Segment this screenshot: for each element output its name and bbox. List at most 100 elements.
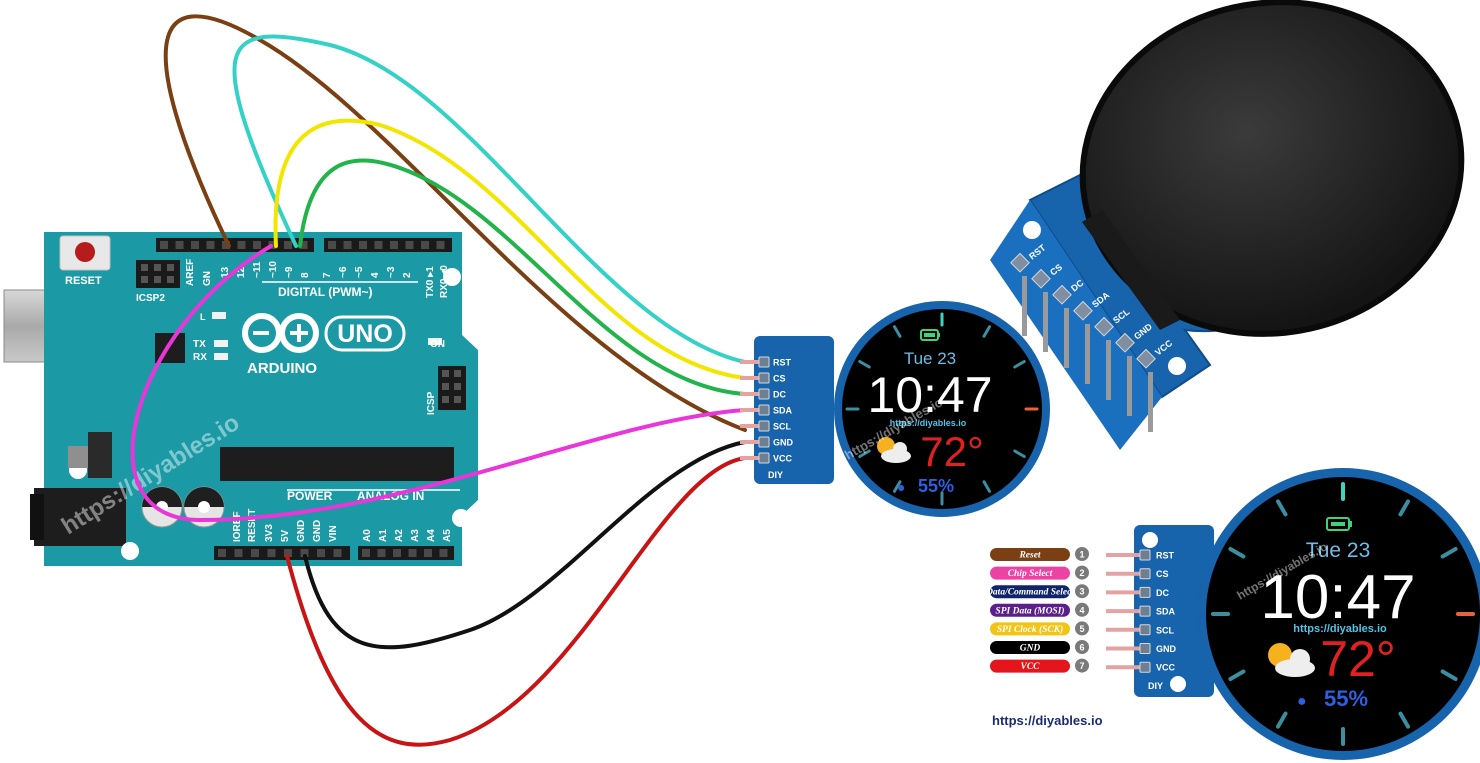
digital-label: DIGITAL (PWM~) <box>278 285 373 299</box>
rx0-label: RX0 ◂0 <box>439 265 450 298</box>
legend-number: 4 <box>1079 605 1084 615</box>
icsp2-header <box>136 260 180 288</box>
module-3d-hole <box>1168 357 1186 375</box>
digital-header-right <box>324 238 452 252</box>
module-pin-label: RST <box>1156 551 1175 561</box>
icsp2-label: ICSP2 <box>136 293 165 304</box>
module-pin-label: SCL <box>773 422 792 432</box>
digital-pin-label: 2 <box>402 272 413 278</box>
digital-pin-label: ~11 <box>252 261 263 278</box>
digital-pin-label: 8 <box>300 272 311 278</box>
wire-rst-brown <box>163 14 747 432</box>
module-pin-label: CS <box>1156 569 1169 579</box>
wire-vcc-red <box>285 456 747 747</box>
led-l-label: L <box>200 312 206 322</box>
legend-number: 5 <box>1079 624 1084 634</box>
module-pin-label: DC <box>773 390 786 400</box>
wire-cs-cyan <box>232 34 747 364</box>
legend-number: 6 <box>1079 643 1084 653</box>
mount-hole <box>452 509 470 527</box>
display-day: Tue 23 <box>1306 539 1371 562</box>
module-pin-label: SDA <box>773 406 793 416</box>
module-3d-hole <box>1023 221 1041 239</box>
digital-pin-label: ~5 <box>354 266 365 278</box>
power-pin-label: 3V3 <box>264 524 275 542</box>
digital-pin-label: 13 <box>220 266 231 278</box>
module-brand: DIY <box>768 470 783 480</box>
digital-pin-label: GN <box>202 271 213 286</box>
reset-label: RESET <box>65 275 102 287</box>
digital-pin-label: 7 <box>322 272 333 278</box>
power-pin-label: VIN <box>328 525 339 542</box>
legend-label: VCC <box>1020 662 1040 672</box>
module-pin-label: RST <box>773 358 792 368</box>
analog-pin-label: A1 <box>378 529 389 542</box>
mount-hole <box>443 268 461 286</box>
analog-pin-label: A0 <box>362 529 373 542</box>
display-time: 10:47 <box>1260 563 1415 632</box>
icsp-header <box>438 366 466 410</box>
module-pin-label: CS <box>773 374 786 384</box>
legend-label: Reset <box>1018 551 1040 561</box>
legend-number: 7 <box>1079 661 1084 671</box>
digital-pin-label: ~6 <box>338 266 349 278</box>
power-pin-label: RESET <box>247 509 258 542</box>
capacitor <box>183 486 225 528</box>
module-pin-label: SCL <box>1156 625 1175 635</box>
legend-row: VCC 7 <box>990 658 1089 673</box>
wire-sda-green <box>298 158 747 396</box>
capacitor <box>141 486 183 528</box>
voltage-regulator <box>88 432 112 478</box>
display-humidity: 55% <box>1324 686 1368 711</box>
legend-row: SPI Data (MOSI) 4 <box>990 602 1089 617</box>
wire-dc-yellow <box>273 118 747 380</box>
weather-icon <box>877 437 911 463</box>
power-pin-label: GND <box>312 520 323 542</box>
power-pin-label: 5V <box>280 529 291 542</box>
legend-row: SPI Clock (SCK) 5 <box>990 621 1089 636</box>
uno-label: UNO <box>337 320 393 348</box>
display-url: https://diyables.io <box>890 418 967 428</box>
led-rx-label: RX <box>193 352 207 363</box>
legend-row: GND 6 <box>990 640 1089 654</box>
round-screen <box>1206 477 1480 751</box>
icsp-label: ICSP <box>426 391 437 415</box>
legend-label: Data/Command Select <box>985 588 1074 598</box>
lens <box>1079 0 1465 337</box>
power-header <box>214 546 350 560</box>
digital-pin-label: 12 <box>236 266 247 278</box>
legend-row: Chip Select 2 <box>990 565 1089 580</box>
legend-label: Chip Select <box>1008 569 1053 579</box>
legend-label: SPI Data (MOSI) <box>995 605 1064 616</box>
digital-pin-label: ~3 <box>386 266 397 278</box>
atmega-chip <box>220 447 454 481</box>
module-pin-label: VCC <box>773 454 793 464</box>
arduino-brand: ARDUINO <box>247 360 317 377</box>
wires <box>130 14 747 747</box>
legend-row: Data/Command Select 3 <box>985 584 1089 599</box>
module-pcb <box>1134 525 1214 697</box>
led-tx-label: TX <box>193 339 206 350</box>
display-humidity: 55% <box>918 476 954 496</box>
legend-number: 3 <box>1079 587 1084 597</box>
mount-hole <box>121 542 139 560</box>
drop-icon: ● <box>1297 693 1307 710</box>
digital-pin-label: 4 <box>370 272 381 278</box>
legend-label: SPI Clock (SCK) <box>997 624 1064 635</box>
power-jack <box>34 488 126 546</box>
digital-pin-label: ~10 <box>268 261 279 278</box>
legend-number: 2 <box>1079 568 1084 578</box>
analog-pin-label: A2 <box>394 529 405 542</box>
weather-icon <box>1268 643 1315 677</box>
analog-pin-label: A5 <box>442 529 453 542</box>
legend-label: GND <box>1020 644 1041 654</box>
display-temp: 72° <box>1320 631 1396 687</box>
module-pin-label: VCC <box>1156 663 1176 673</box>
wire-gnd-black <box>303 440 747 650</box>
analog-pin-label: A4 <box>426 529 437 542</box>
